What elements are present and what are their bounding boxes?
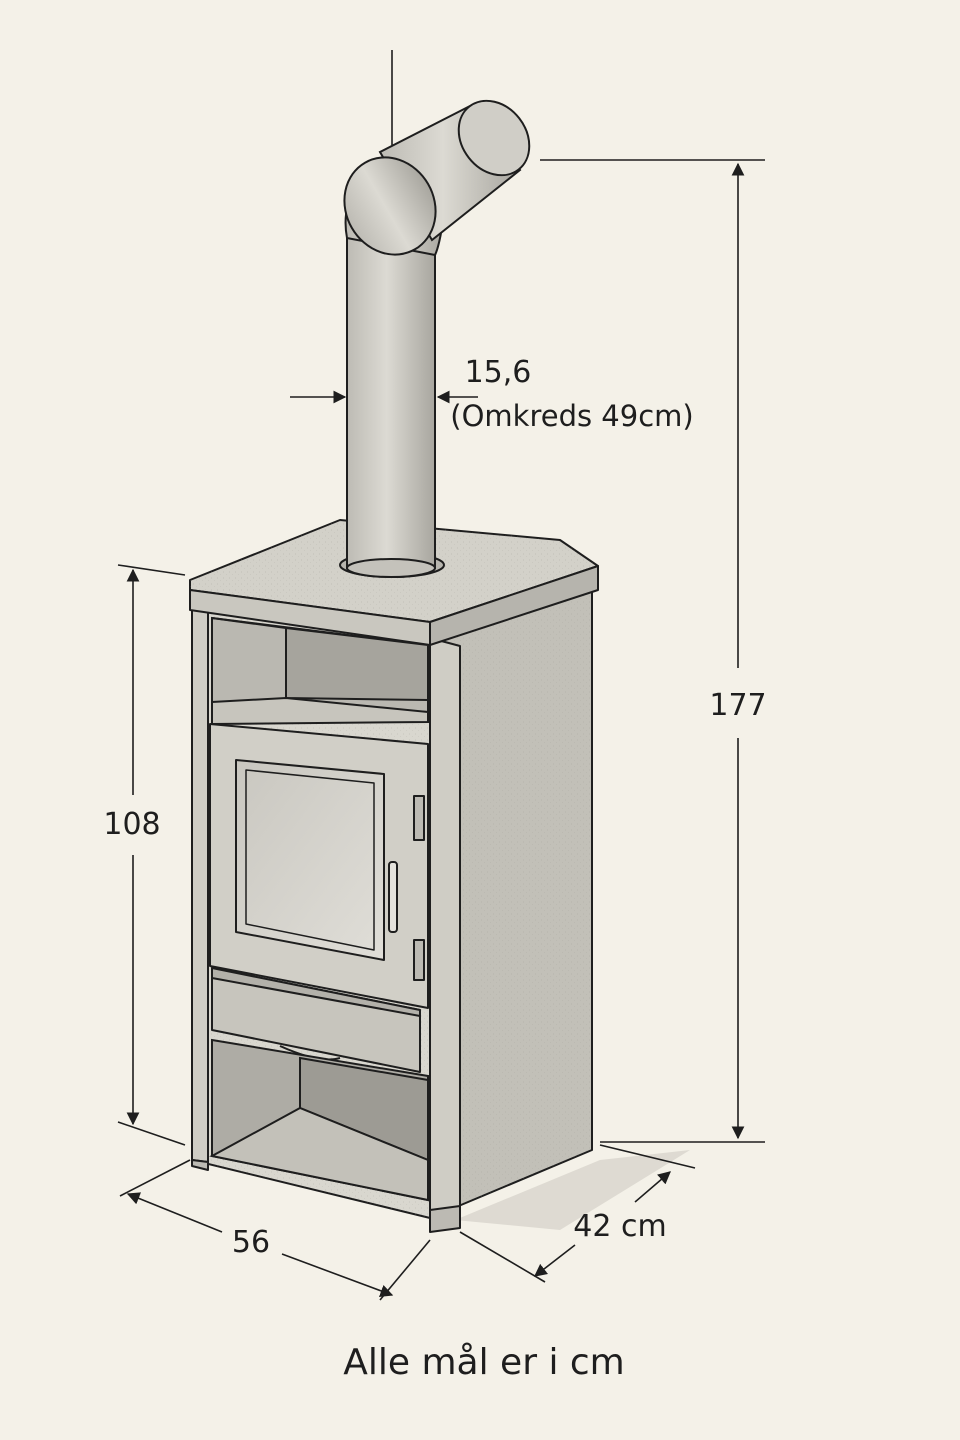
dimension-lines bbox=[117, 50, 765, 1301]
width-label: 56 bbox=[232, 1225, 270, 1260]
total-height-label: 177 bbox=[709, 688, 766, 723]
stove-height-label: 108 bbox=[103, 807, 160, 842]
width-arrow bbox=[126, 1192, 223, 1233]
upper-compartment bbox=[211, 616, 429, 726]
wood-storage-compartment bbox=[209, 1038, 429, 1202]
floor-shadow bbox=[455, 1150, 690, 1230]
ash-drawer bbox=[211, 967, 421, 1073]
pipe-end-cap bbox=[457, 99, 531, 177]
stove-corner-strip bbox=[429, 637, 461, 1219]
top-slab-side-edge bbox=[429, 565, 599, 646]
pipe-vertical bbox=[346, 237, 436, 569]
pipe-diameter-label: 15,6 bbox=[465, 355, 532, 390]
depth-arrow bbox=[533, 1244, 576, 1277]
door-hinge-top bbox=[413, 795, 425, 841]
chimney-pipe bbox=[339, 99, 531, 578]
pipe-circumference-label: (Omkreds 49cm) bbox=[450, 399, 693, 433]
door-handle bbox=[388, 861, 398, 933]
door-hinge-bottom bbox=[413, 939, 425, 981]
depth-label: 42 cm bbox=[573, 1209, 666, 1244]
stove-door bbox=[209, 723, 429, 1009]
units-caption: Alle mål er i cm bbox=[343, 1342, 625, 1383]
door-glass bbox=[235, 759, 385, 961]
